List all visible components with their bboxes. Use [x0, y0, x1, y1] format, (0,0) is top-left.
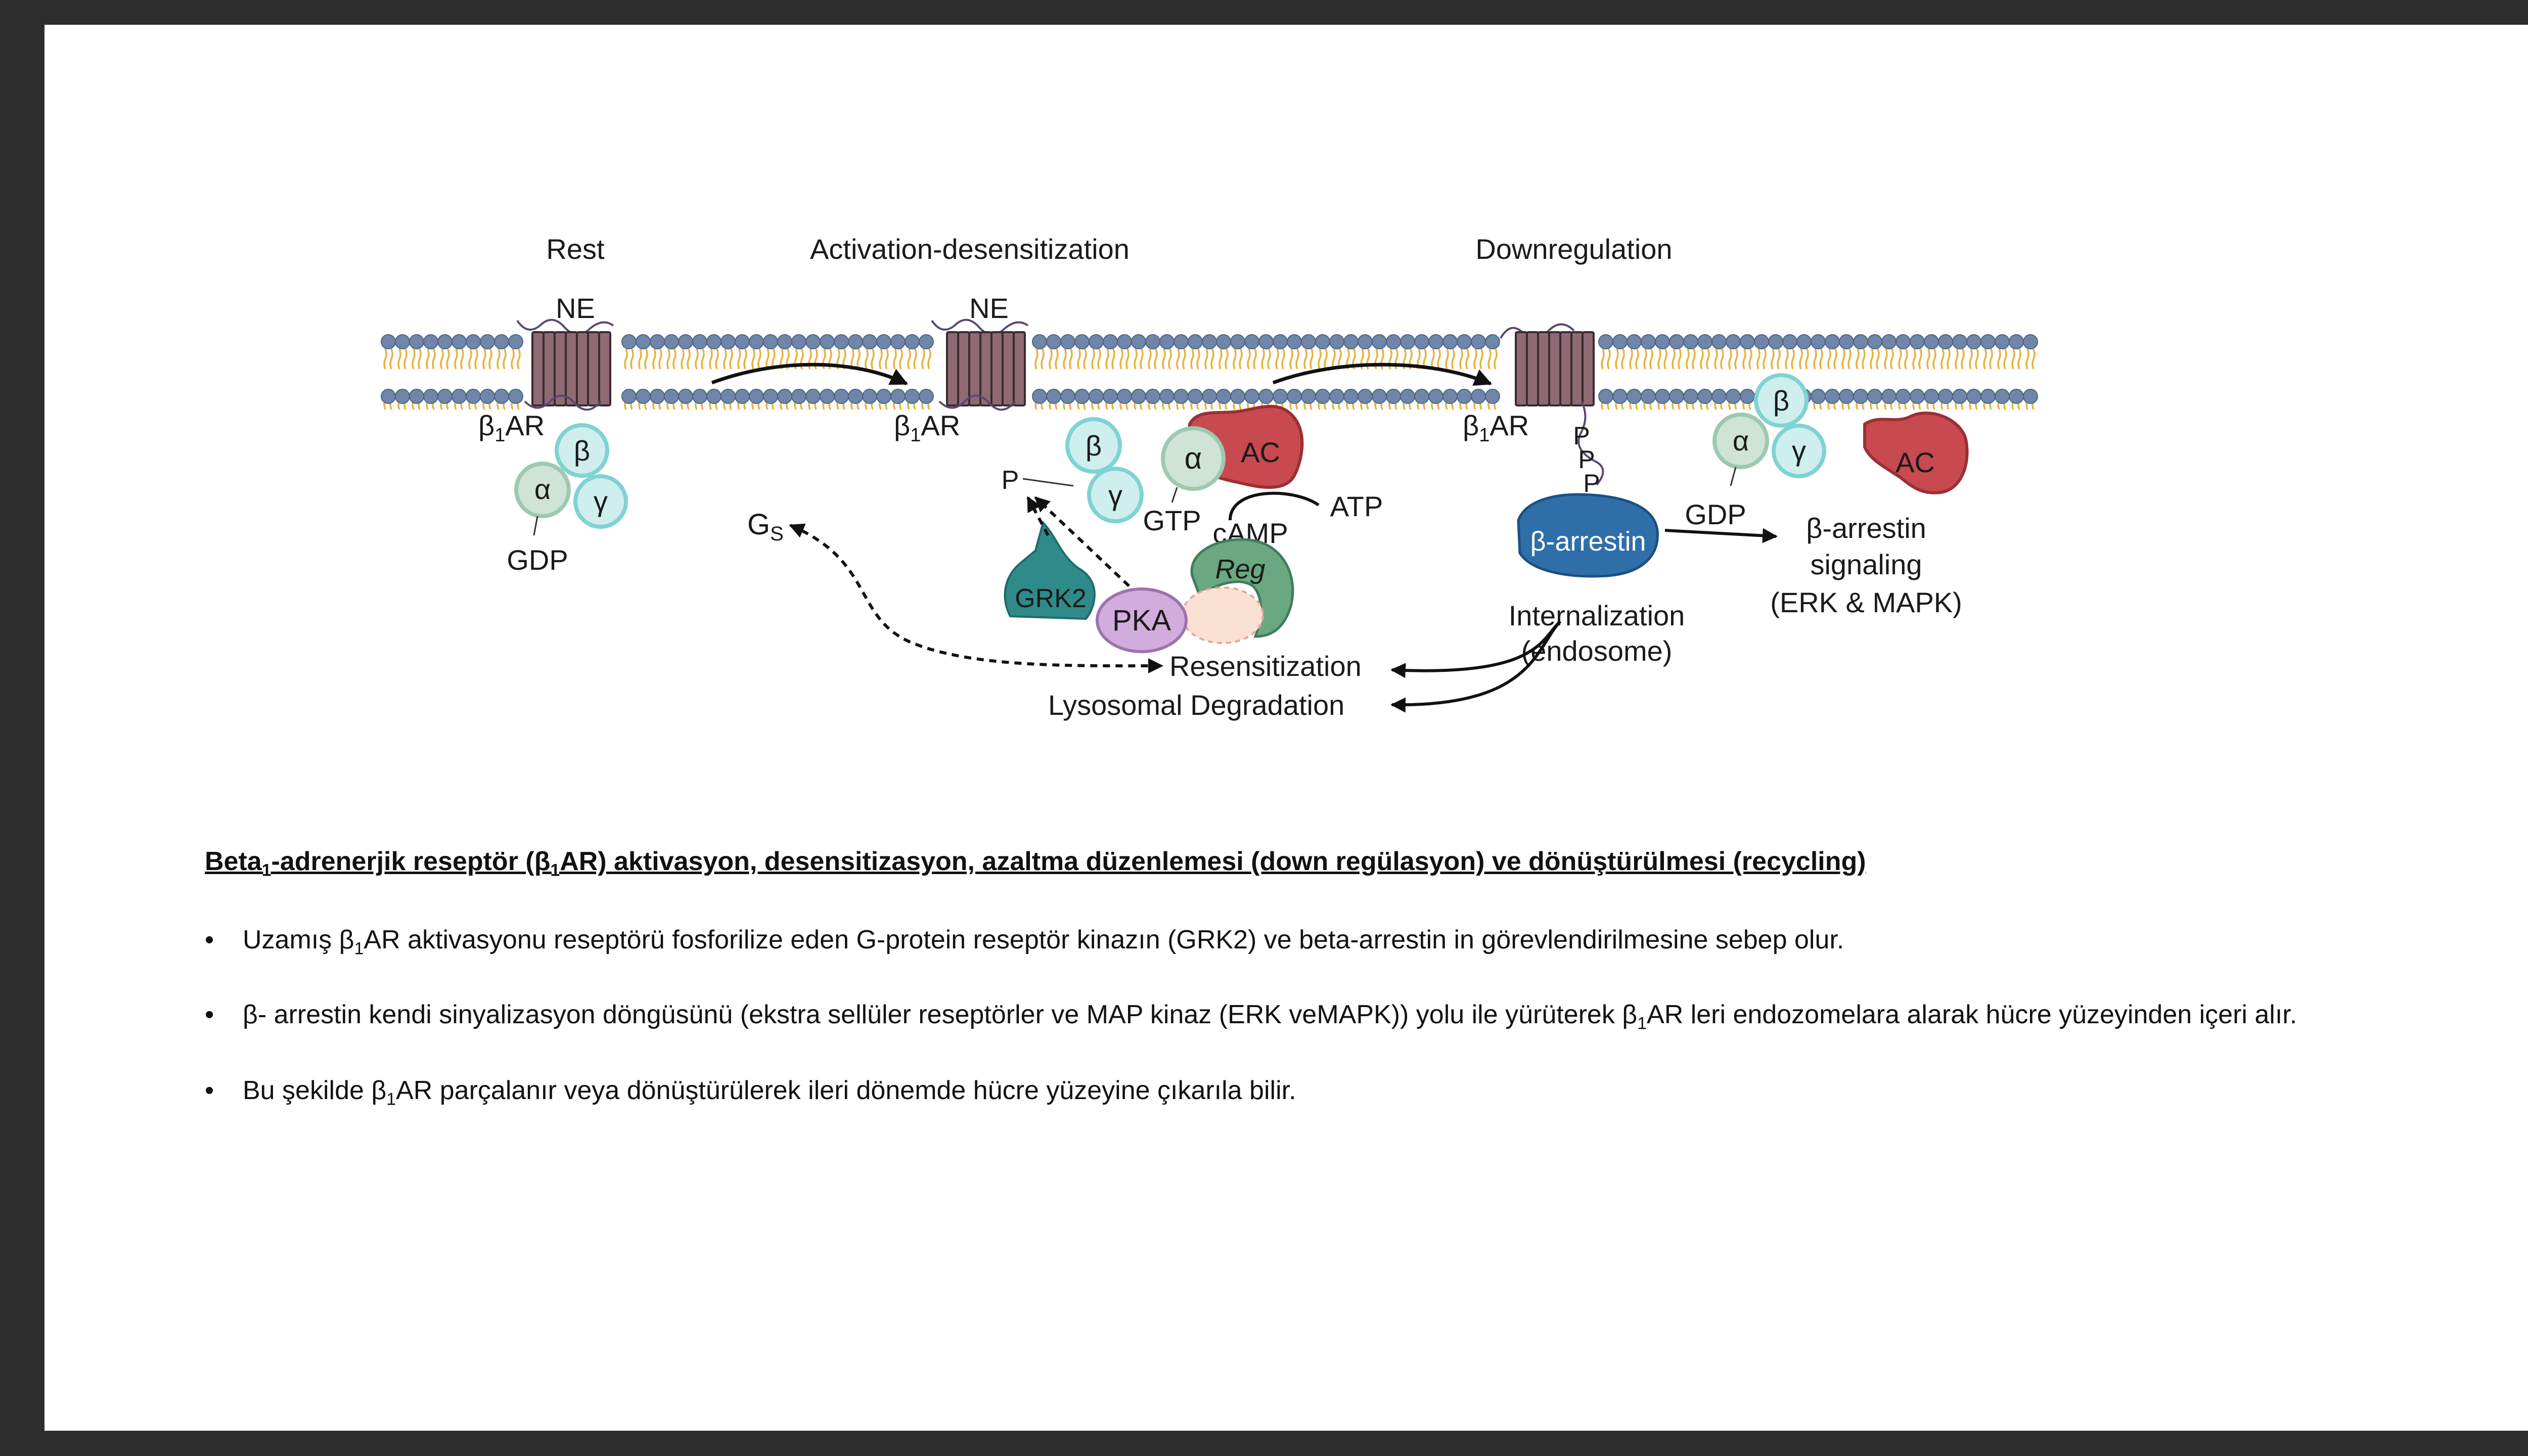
arrow-rest-to-activation: [711, 362, 909, 386]
internalization-label: Internalization: [1509, 600, 1685, 631]
gamma-subunit: [1772, 424, 1826, 478]
alpha-label: α: [534, 473, 551, 505]
beta-subunit: [1754, 373, 1809, 428]
alpha-label: α: [1185, 441, 1202, 475]
signaling-line-1: β-arrestin: [1806, 512, 1926, 544]
ac-label-downregulation: AC: [1895, 446, 1935, 478]
pathway-diagram: Rest Activation-desensitization Downregu…: [381, 233, 2038, 721]
phospho-downregulation-3: P: [1583, 469, 1600, 497]
beta-label: β: [1773, 385, 1789, 417]
reg-label: Reg: [1215, 554, 1265, 584]
gtp-label: GTP: [1143, 505, 1201, 536]
gs-label: GS: [747, 508, 784, 545]
receptor-label-rest: β1AR: [478, 410, 545, 446]
beta-label: β: [1086, 430, 1102, 462]
internalization-to-lysosomal-arrow: [1390, 620, 1562, 713]
receptor-downregulation: [1500, 323, 1604, 486]
grk2-to-phospho-arrow: [1026, 496, 1050, 536]
gamma-label: γ: [1792, 435, 1806, 467]
gs-resensitization-arrow: [789, 523, 1163, 674]
gamma-subunit: [1087, 467, 1144, 523]
grk2-label: GRK2: [1015, 584, 1087, 613]
ac-label-activation: AC: [1241, 436, 1280, 468]
receptor-rest: NE: [516, 292, 614, 411]
gamma-label: γ: [1108, 479, 1122, 511]
bullet-item-3: •Bu şekilde β1AR parçalanır veya dönüştü…: [205, 1076, 1296, 1109]
phospho-downregulation-1: P: [1573, 422, 1590, 450]
stage-title-downregulation: Downregulation: [1475, 233, 1672, 265]
arrow-activation-to-downregulation: [1272, 362, 1493, 386]
transmembrane-helices: [531, 331, 611, 406]
arrestin-to-signaling-arrow: [1664, 528, 1778, 543]
gamma-subunit: [573, 474, 628, 529]
reg-subunit: [1190, 538, 1294, 638]
bullet-item-2: •β- arrestin kendi sinyalizasyon döngüsü…: [205, 1000, 2297, 1033]
pka-catalytic-light: [1181, 586, 1264, 644]
atp-label: ATP: [1330, 490, 1383, 522]
receptor-label-downregulation: β1AR: [1463, 410, 1529, 446]
slide-caption: Beta1-adrenerjik reseptör (β1AR) aktivas…: [205, 847, 1866, 880]
gdp-label-rest: GDP: [507, 544, 568, 576]
cell-membrane: [381, 334, 2038, 410]
atp-to-camp-line: [1229, 491, 1320, 521]
beta-subunit: [1065, 417, 1122, 474]
beta-arrestin-label: β-arrestin: [1530, 526, 1646, 557]
g-protein-downregulation: β α γ: [1712, 373, 1826, 486]
gamma-label: γ: [594, 485, 608, 517]
g-protein-rest: β α γ: [514, 423, 628, 536]
beta-label: β: [574, 435, 590, 467]
bullet-item-1: •Uzamış β1AR aktivasyonu reseptörü fosfo…: [205, 925, 1844, 959]
stage-title-activation: Activation-desensitization: [810, 233, 1130, 265]
g-beta-gamma-activation: β γ: [1065, 417, 1144, 523]
alpha-label: α: [1733, 425, 1749, 457]
alpha-subunit: [514, 462, 571, 518]
stage-title-rest: Rest: [546, 233, 605, 265]
beta-arrestin: [1517, 493, 1659, 578]
resensitization-label: Resensitization: [1169, 650, 1362, 682]
transmembrane-helices: [946, 331, 1026, 406]
receptor-label-activation: β1AR: [894, 410, 960, 446]
signaling-line-2: signaling: [1810, 549, 1922, 580]
gdp-label-downregulation: GDP: [1685, 498, 1746, 530]
alpha-subunit: [1712, 413, 1769, 469]
phospho-downregulation-2: P: [1578, 445, 1595, 474]
lipid-heads: [381, 334, 2038, 404]
pka-label: PKA: [1112, 604, 1171, 637]
ligand-ne-activation: NE: [969, 292, 1009, 324]
lysosomal-degradation-label: Lysosomal Degradation: [1048, 689, 1344, 721]
slide: Rest Activation-desensitization Downregu…: [44, 25, 2528, 1431]
receptor-activation: NE: [931, 292, 1029, 411]
signaling-line-3: (ERK & MAPK): [1770, 586, 1962, 618]
alpha-subunit-gtp: [1161, 426, 1226, 491]
phospho-activation: P: [1002, 466, 1019, 495]
beta-subunit: [555, 423, 609, 478]
ligand-ne-rest: NE: [556, 292, 595, 324]
adenylyl-cyclase-downregulation: [1863, 411, 1969, 494]
transmembrane-helices: [1515, 331, 1595, 406]
